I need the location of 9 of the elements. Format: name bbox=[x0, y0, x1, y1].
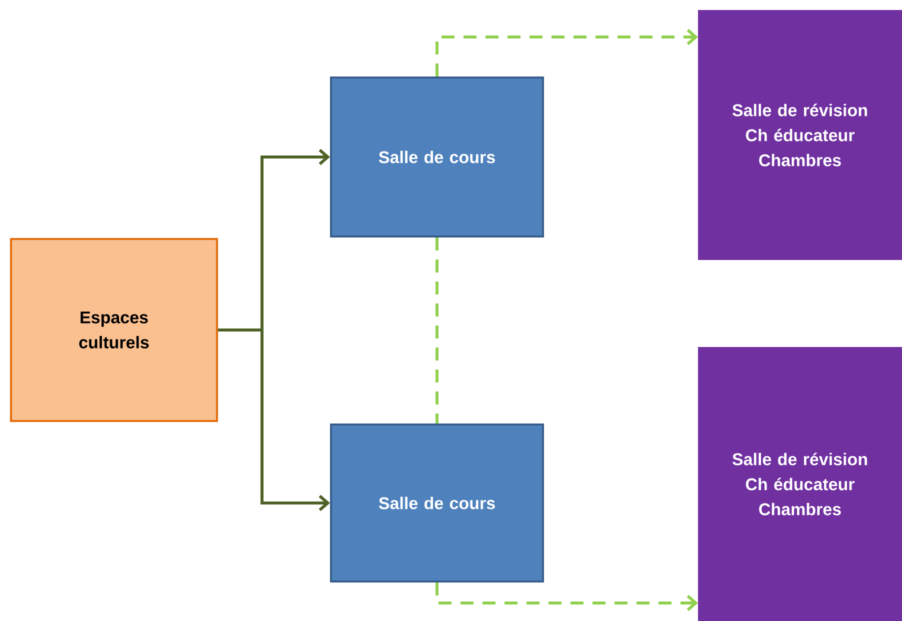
connector-line bbox=[436, 238, 438, 424]
process-box: Salle de cours bbox=[330, 424, 544, 582]
process-box: Espaces culturels bbox=[10, 238, 218, 422]
room-box: Salle de révision Ch éducateur Chambres bbox=[698, 10, 902, 260]
arrow bbox=[218, 328, 330, 512]
process-box: Salle de cours bbox=[330, 76, 544, 238]
room-box: Salle de révision Ch éducateur Chambres bbox=[698, 347, 902, 621]
arrow bbox=[436, 582, 698, 612]
arrow bbox=[436, 28, 698, 76]
